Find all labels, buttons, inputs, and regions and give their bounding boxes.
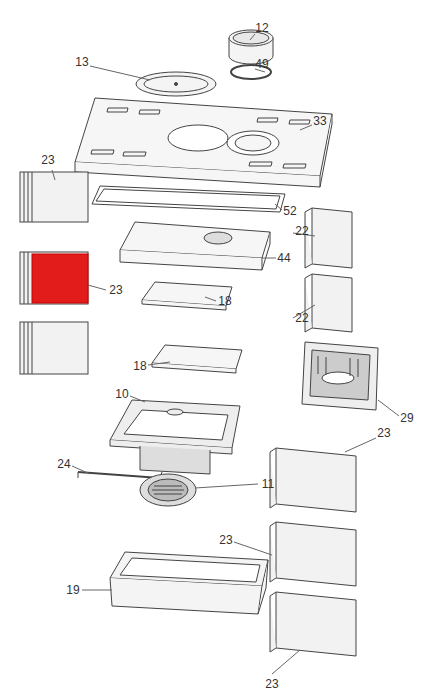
callout-number: 23 [41,154,54,166]
grate-frame [110,400,240,474]
callout-number: 11 [262,478,274,490]
callout-number: 44 [277,252,290,264]
callout-number: 13 [75,56,88,68]
baffle-18 [142,282,242,373]
callout-number: 12 [255,22,268,34]
brick-22 [305,208,352,332]
callout-number: 24 [57,458,70,470]
brick-23-right [270,448,356,656]
callout-number: 52 [283,205,296,217]
callout-number: 22 [295,312,308,324]
callout-number: 22 [295,225,308,237]
callout-number: 23 [265,678,278,690]
callout-number: 23 [377,427,390,439]
callout-number: 10 [115,388,128,400]
baffle-plate [120,222,270,270]
gasket-frame [92,186,285,212]
round-grate [140,474,196,506]
leader-lines [52,34,399,674]
callout-number: 33 [313,115,326,127]
brick-23-left [20,172,88,374]
hob-lid [136,72,216,96]
callout-number: 18 [218,295,231,307]
ash-pan [110,552,268,614]
top-plate [75,98,332,187]
callout-number: 23 [109,284,122,296]
grate-29 [302,342,378,410]
callout-number: 18 [133,360,146,372]
rod-24 [78,472,162,478]
callout-number: 23 [219,534,232,546]
callout-number: 19 [66,584,79,596]
callout-number: 29 [400,412,413,424]
callout-number: 49 [255,58,268,70]
